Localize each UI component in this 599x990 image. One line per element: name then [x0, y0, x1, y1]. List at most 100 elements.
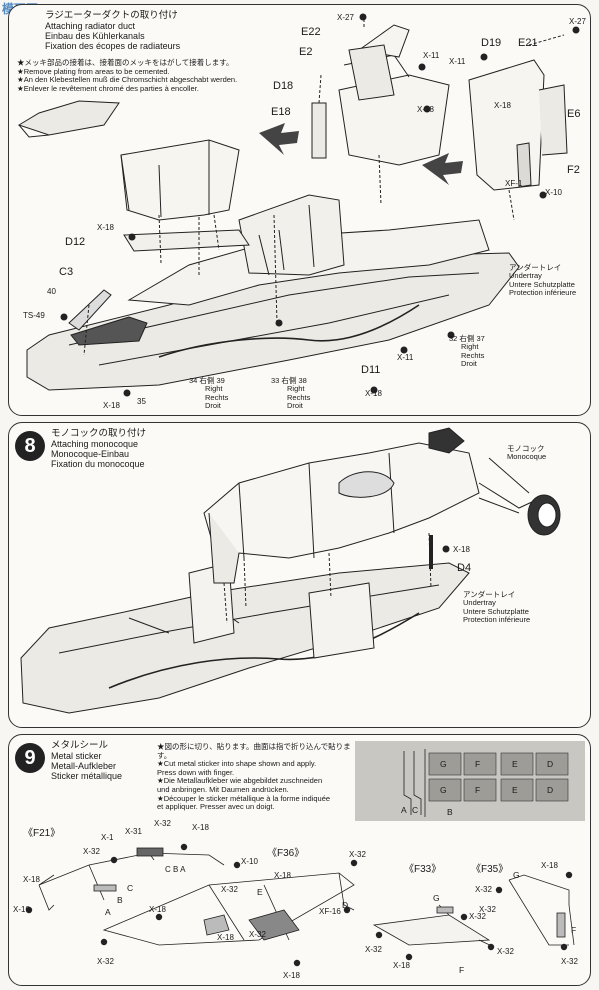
f35-f: F	[571, 925, 577, 935]
f33-x18: X-18	[393, 961, 410, 970]
part-e22: E22	[301, 26, 321, 38]
undertray-label: アンダートレイ Undertray Untere Schutzplatte Pr…	[509, 263, 577, 298]
part-x18-d11: X-18	[365, 389, 382, 398]
undertray-jp: アンダートレイ	[463, 590, 516, 599]
title-en: Attaching radiator duct	[45, 21, 136, 31]
instr-fr-1: ★Découper le sticker métallique à la for…	[157, 793, 331, 803]
part-35: 35	[137, 397, 146, 406]
step-9-diagram	[25, 741, 585, 967]
monocoque-label: モノコック Monocoque	[507, 444, 546, 462]
part-e2: E2	[299, 46, 313, 58]
sticker-a: A	[401, 805, 407, 815]
title-jp: メタルシール	[51, 740, 109, 751]
note-jp: ★メッキ部品の接着は、接着面のメッキをはがして接着します。	[17, 58, 234, 67]
right-38-label: 33 右側 38 Right Rechts Droit	[271, 376, 311, 411]
part-x11-bottom: X-11	[397, 353, 414, 362]
f36-x32-top: X-32	[349, 850, 366, 859]
part-f2: F2	[567, 164, 580, 176]
part-40: 40	[47, 287, 56, 296]
sticker-f: F	[475, 759, 481, 769]
part-x18-bottom: X-18	[103, 401, 120, 410]
instr-en-2: Press down with finger.	[157, 767, 235, 777]
title-jp: ラジエーターダクトの取り付け	[45, 10, 178, 21]
part-c3: C3	[59, 266, 74, 278]
part-e21: E21	[518, 37, 538, 49]
undertray-en: Undertray	[509, 271, 542, 281]
f21-b: B	[117, 895, 123, 905]
sticker-d-2: D	[547, 785, 554, 795]
right-39-jp: 34 右側 39	[189, 376, 225, 385]
f21-cba: C B A	[165, 865, 186, 874]
f36-x32-mid: X-32	[221, 885, 238, 894]
right-38-fr: Droit	[287, 401, 303, 411]
f35-x32-left: X-32	[475, 885, 492, 894]
f21-x32-left: X-32	[83, 847, 100, 856]
right-37-label: 32 右側 37 Right Rechts Droit	[449, 334, 485, 369]
part-ts49: TS-49	[23, 311, 45, 320]
title-fr: Sticker métallique	[51, 771, 123, 781]
sticker-d: D	[547, 759, 554, 769]
undertray-de: Untere Schutzplatte	[463, 606, 529, 616]
right-37-fr: Droit	[461, 359, 477, 369]
part-e18: E18	[271, 106, 291, 118]
f35-x32-mid: X-32	[479, 905, 496, 914]
right-39-en: Right	[205, 384, 223, 394]
part-d12: D12	[65, 236, 86, 248]
step-8-panel: 8 モノコックの取り付け Attaching monocoque Monocoq…	[8, 422, 591, 728]
plating-notes: ★メッキ部品の接着は、接着面のメッキをはがして接着します。 ★Remove pl…	[17, 58, 317, 93]
sticker-g-2: G	[440, 785, 447, 795]
f36-x18-inner: X-18	[217, 933, 234, 942]
f36-x32-inner: X-32	[249, 930, 266, 939]
right-37-en: Right	[461, 342, 479, 352]
step-7-diagram	[17, 13, 580, 397]
right-38-de: Rechts	[287, 392, 311, 402]
part-x27-right: X-27	[569, 17, 586, 26]
part-x10: X-10	[545, 188, 562, 197]
title-en: Attaching monocoque	[51, 439, 139, 449]
right-38-jp: 33 右側 38	[271, 376, 307, 385]
step-7-panel: ラジエーターダクトの取り付け Attaching radiator duct E…	[8, 4, 591, 416]
f21-x18: X-18	[192, 823, 209, 832]
group-f36: 《F36》	[267, 848, 305, 859]
title-fr: Fixation du monocoque	[51, 459, 145, 469]
monocoque-jp: モノコック	[507, 444, 545, 453]
sticker-e-2: E	[512, 785, 518, 795]
step-8-diagram	[20, 427, 561, 714]
step-9-title: メタルシール Metal sticker Metall-Aufkleber St…	[51, 740, 123, 782]
part-e6: E6	[567, 108, 581, 120]
part-d18: D18	[273, 80, 294, 92]
undertray-jp: アンダートレイ	[509, 263, 562, 272]
step-8-number: 8	[15, 431, 45, 461]
part-x11-top: X-11	[423, 51, 440, 60]
note-de: ★An den Klebestellen muß die Chromschich…	[17, 75, 238, 85]
instr-de-2: und anbringen. Mit Daumen andrücken.	[157, 784, 289, 794]
instr-fr-2: et appliquer. Presser avec un doigt.	[157, 802, 275, 812]
part-x11-right: X-11	[449, 57, 466, 66]
part-xf1: XF-1	[505, 179, 523, 188]
f35-g: G	[513, 870, 520, 880]
f21-x32: X-32	[154, 819, 171, 828]
sticker-e: E	[512, 759, 518, 769]
part-x18-left: X-18	[97, 223, 114, 232]
note-en: ★Remove plating from areas to be cemente…	[17, 66, 170, 76]
right-39-label: 34 右側 39 Right Rechts Droit	[189, 376, 229, 411]
right-39-fr: Droit	[205, 401, 221, 411]
right-37-de: Rechts	[461, 350, 485, 360]
instr-jp: ★図の形に切り、貼ります。曲面は指で折り込んで貼ります。	[157, 742, 351, 760]
part-x18: X-18	[453, 545, 470, 554]
undertray-en: Undertray	[463, 598, 496, 608]
title-de: Monocoque-Einbau	[51, 449, 130, 459]
title-jp: モノコックの取り付け	[51, 428, 147, 439]
part-d4: D4	[457, 562, 472, 574]
group-f35: 《F35》	[471, 864, 509, 875]
f21-x1: X-1	[101, 833, 114, 842]
f36-x18-left: X-18	[149, 905, 166, 914]
step-9-panel: G F E D G F E D A C B 9 メタルシール Metal sti…	[8, 734, 591, 986]
sticker-instructions: ★図の形に切り、貼ります。曲面は指で折り込んで貼ります。 ★Cut metal …	[157, 742, 353, 812]
f36-x18-bottom: X-18	[283, 971, 300, 980]
undertray-fr: Protection inférieure	[509, 288, 577, 298]
right-39-de: Rechts	[205, 392, 229, 402]
part-x27-top: X-27	[337, 13, 354, 22]
f21-x10: X-10	[241, 857, 258, 866]
f35-x18: X-18	[541, 861, 558, 870]
